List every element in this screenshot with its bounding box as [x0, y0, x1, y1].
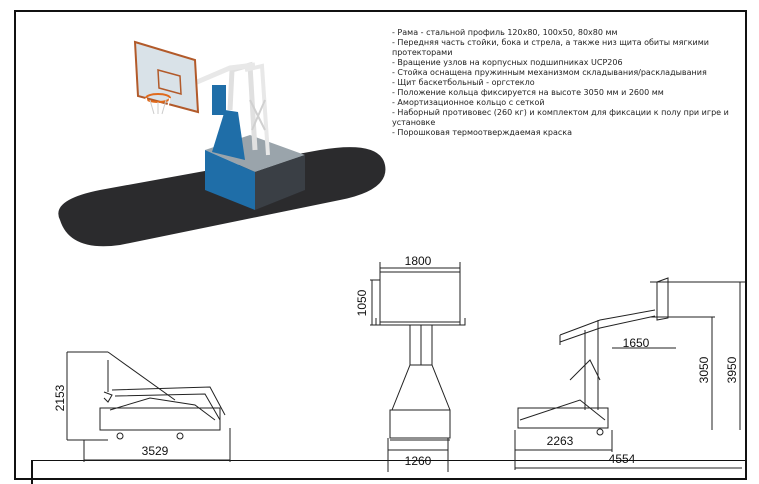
extended-side-view — [514, 277, 745, 470]
title-block-edge — [31, 460, 33, 484]
spec-item: - Передняя часть стойки, бока и стрела, … — [392, 38, 709, 57]
product-render — [58, 40, 386, 247]
spec-item: - Амортизационное кольцо с сеткой — [392, 98, 545, 107]
spec-list: - Рама - стальной профиль 120x80, 100x50… — [392, 28, 737, 138]
title-block-line — [31, 460, 747, 461]
dim-front-width: 1800 — [405, 254, 432, 268]
front-view — [370, 262, 466, 472]
dim-folded-height: 2153 — [53, 384, 67, 411]
dim-total-height: 3950 — [725, 356, 739, 383]
spec-item: - Рама - стальной профиль 120x80, 100x50… — [392, 28, 618, 37]
spec-item: - Щит баскетбольный - оргстекло — [392, 78, 535, 87]
sheet-frame — [14, 10, 747, 480]
backboard-target — [157, 69, 182, 95]
spec-item: - Положение кольца фиксируется на высоте… — [392, 88, 664, 97]
spec-item: - Наборный противовес (260 кг) и комплек… — [392, 108, 729, 127]
dim-base-length: 2263 — [547, 434, 574, 448]
dim-rim-height: 3050 — [697, 356, 711, 383]
dim-reach: 1650 — [623, 336, 650, 350]
mast-pad — [212, 85, 226, 115]
frame-mast-2 — [244, 63, 270, 156]
dim-base-width: 1260 — [405, 454, 432, 468]
net-lines — [149, 99, 167, 115]
frame-brace — [251, 99, 266, 131]
dim-folded-length: 3529 — [142, 444, 169, 458]
spec-item: - Порошковая термоотверждаемая краска — [392, 128, 572, 137]
dim-board-height: 1050 — [355, 289, 369, 316]
base-box-front — [205, 150, 255, 210]
folded-side-view — [66, 351, 231, 462]
spec-item: - Стойка оснащена пружинным механизмом с… — [392, 68, 707, 77]
dim-total-length: 4554 — [609, 452, 636, 466]
base-box-side — [255, 155, 305, 210]
stand-front — [212, 110, 245, 160]
spec-item: - Вращение узлов на корпусных подшипника… — [392, 58, 623, 67]
boom-arm — [189, 62, 256, 88]
